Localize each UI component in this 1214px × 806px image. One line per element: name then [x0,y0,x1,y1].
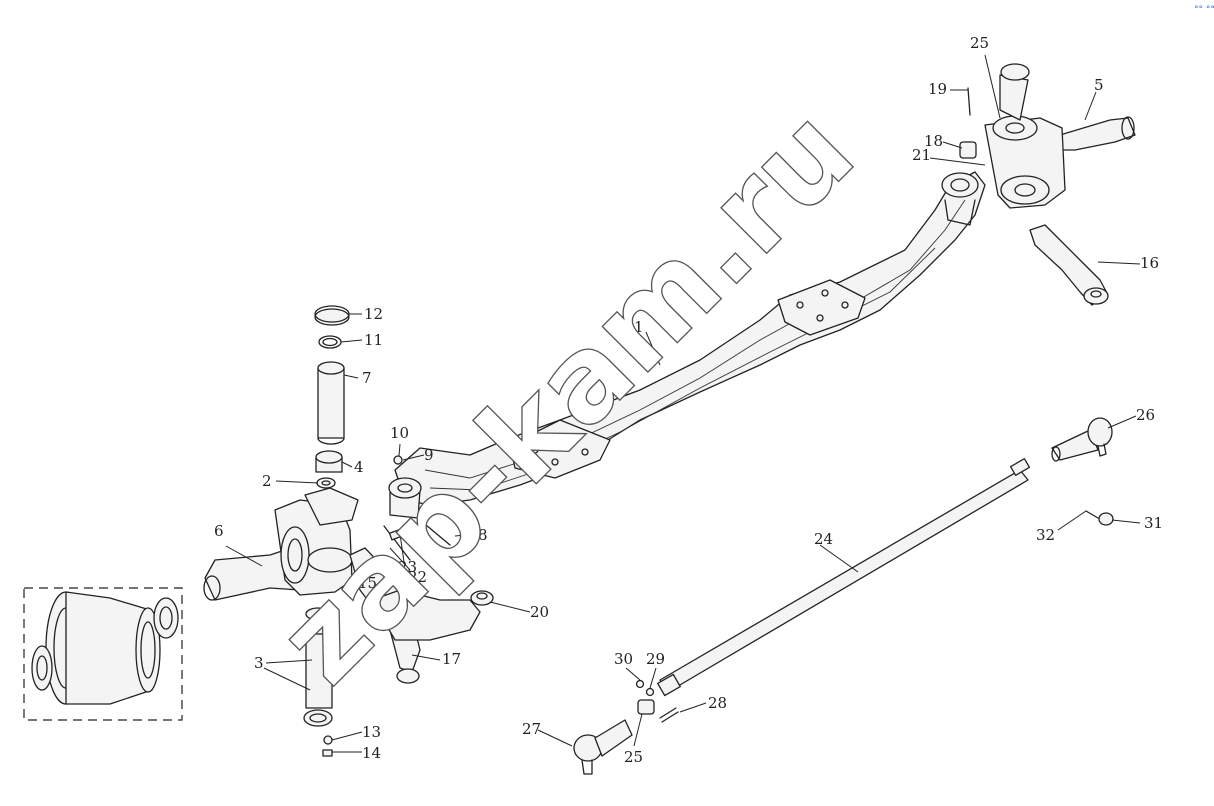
callout-15: 15 [358,574,377,592]
callout-20: 20 [530,603,549,621]
callout-8: 8 [478,526,488,544]
callout-14: 14 [362,744,381,762]
left-steering-knuckle [203,487,359,601]
callout-16: 16 [1140,254,1159,272]
callout-32: 32 [1036,526,1055,544]
callout-7: 7 [362,369,372,387]
callout-1: 1 [634,318,644,336]
callout-25-bottom: 25 [624,748,643,766]
callout-21: 21 [912,146,931,164]
callout-2: 2 [262,472,272,490]
corner-mark: °° °°° [1194,5,1214,15]
cap-12 [314,305,350,326]
callout-3: 3 [254,654,264,672]
tie-rod-end-27 [573,719,633,775]
axle-beam [394,171,986,506]
bushing-4 [315,450,343,473]
clamp-parts [635,679,679,723]
tie-rod-24 [657,458,1031,697]
callout-28: 28 [708,694,727,712]
bracket-parts [383,455,451,561]
callout-25-top: 25 [970,34,989,52]
callout-27: 27 [522,720,541,738]
tie-rod-end-26 [1051,417,1113,462]
callout-17: 17 [442,650,461,668]
leader-lines [225,54,1141,753]
callout-5: 5 [1094,76,1104,94]
callout-10: 10 [390,424,409,442]
callout-26: 26 [1136,406,1155,424]
callout-30: 30 [614,650,633,668]
callout-6: 6 [214,522,224,540]
tie-rod-arm-left [349,547,494,684]
callout-4: 4 [354,458,364,476]
callout-24: 24 [814,530,833,548]
callout-9: 9 [424,446,434,464]
callout-29: 29 [646,650,665,668]
lower-kingpin-parts [303,607,333,757]
king-pin-7 [317,361,345,445]
callout-12: 12 [364,305,383,323]
callout-18: 18 [924,132,943,150]
callout-22: 22 [408,568,427,586]
callout-11: 11 [364,331,383,349]
callout-23: 23 [398,558,417,576]
right-steering-knuckle [959,63,1136,306]
callout-labels: 1 2 3 4 5 6 7 8 9 10 11 12 13 14 15 16 1… [214,34,1163,766]
nut-and-pin [1085,510,1114,526]
hub-assembly [23,587,183,721]
callout-19: 19 [928,80,947,98]
callout-31: 31 [1144,514,1163,532]
callout-13: 13 [362,723,381,741]
ring-11 [318,335,342,349]
washer-2 [316,477,336,489]
